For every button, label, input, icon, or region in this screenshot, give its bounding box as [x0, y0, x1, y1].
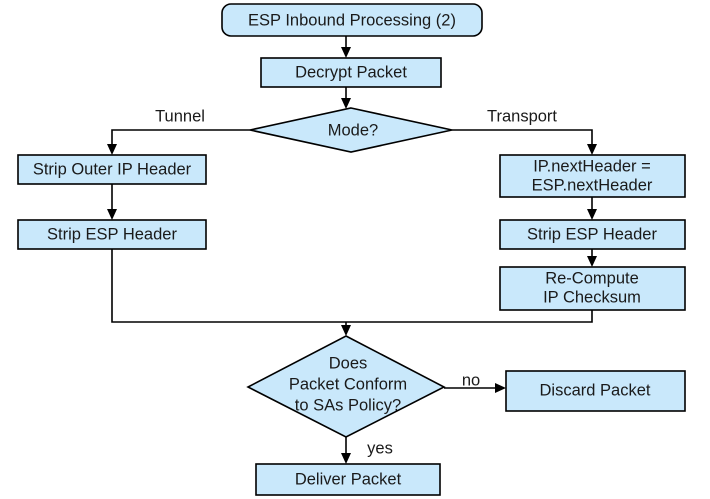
edge-label-tunnel: Tunnel — [155, 107, 205, 125]
node-recompute-ip-checksum-shape — [499, 266, 686, 311]
edge-label-yes: yes — [367, 439, 393, 457]
node-mode-decision-label: Mode? — [328, 121, 378, 139]
arrowhead-deliver — [341, 453, 351, 464]
node-recompute-ip-checksum[interactable]: Re-Compute IP Checksum — [499, 266, 686, 311]
node-strip-outer-ip-header-label: Strip Outer IP Header — [33, 160, 192, 178]
node-strip-esp-header-tunnel[interactable]: Strip ESP Header — [17, 219, 207, 250]
node-strip-esp-header-transport[interactable]: Strip ESP Header — [499, 219, 686, 250]
arrowhead-strip-esp-tunnel — [107, 209, 117, 220]
node-decrypt-packet-shape — [260, 57, 442, 88]
arrowhead-conform — [341, 325, 351, 336]
node-recompute-ip-checksum-line1: Re-Compute — [545, 269, 639, 287]
node-discard-packet-label: Discard Packet — [540, 381, 651, 399]
arrowhead-mode — [341, 98, 351, 109]
arrowhead-next-header — [587, 144, 597, 155]
node-decrypt-packet[interactable]: Decrypt Packet — [260, 57, 442, 88]
connector-tunnel-merge — [111, 249, 346, 323]
node-next-header-assign-line1: IP.nextHeader = — [533, 157, 651, 175]
connector-transport-merge — [346, 310, 593, 323]
node-strip-esp-header-transport-shape — [499, 219, 686, 250]
node-conform-decision-line2: Packet Conform — [289, 375, 407, 393]
node-strip-outer-ip-header-shape — [17, 154, 207, 185]
node-recompute-ip-checksum-line2: IP Checksum — [543, 288, 641, 306]
node-conform-decision-line1: Does — [329, 354, 368, 372]
node-next-header-assign-shape — [499, 154, 686, 198]
node-strip-outer-ip-header[interactable]: Strip Outer IP Header — [17, 154, 207, 185]
node-decrypt-packet-label: Decrypt Packet — [295, 63, 407, 81]
node-start[interactable]: ESP Inbound Processing (2) — [221, 3, 483, 37]
node-deliver-packet-label: Deliver Packet — [295, 470, 402, 488]
node-start-label: ESP Inbound Processing (2) — [248, 11, 456, 29]
arrowhead-strip-outer-ip — [107, 144, 117, 155]
edge-label-no: no — [462, 371, 480, 389]
node-deliver-packet-shape — [255, 463, 441, 496]
arrowhead-decrypt — [341, 47, 351, 58]
arrowhead-recompute — [587, 256, 597, 267]
node-discard-packet[interactable]: Discard Packet — [505, 370, 686, 412]
arrowhead-strip-esp-transport — [587, 209, 597, 220]
edge-label-transport: Transport — [487, 107, 557, 125]
node-next-header-assign[interactable]: IP.nextHeader = ESP.nextHeader — [499, 154, 686, 198]
node-start-shape — [221, 3, 483, 37]
connector-layer — [107, 36, 597, 464]
node-conform-decision-shape — [246, 335, 446, 438]
node-next-header-assign-line2: ESP.nextHeader — [532, 176, 653, 194]
node-strip-esp-header-tunnel-label: Strip ESP Header — [47, 225, 177, 243]
node-mode-decision[interactable]: Mode? — [249, 107, 453, 153]
node-mode-decision-shape — [249, 107, 453, 153]
connector-mode-tunnel — [111, 129, 250, 149]
connector-mode-transport — [452, 129, 593, 149]
node-strip-esp-header-transport-label: Strip ESP Header — [527, 225, 657, 243]
arrowhead-discard — [495, 383, 506, 393]
node-discard-packet-shape — [505, 370, 686, 412]
node-conform-decision-line3: to SAs Policy? — [295, 396, 401, 414]
node-conform-decision[interactable]: Does Packet Conform to SAs Policy? — [246, 335, 446, 438]
node-strip-esp-header-tunnel-shape — [17, 219, 207, 250]
node-deliver-packet[interactable]: Deliver Packet — [255, 463, 441, 496]
